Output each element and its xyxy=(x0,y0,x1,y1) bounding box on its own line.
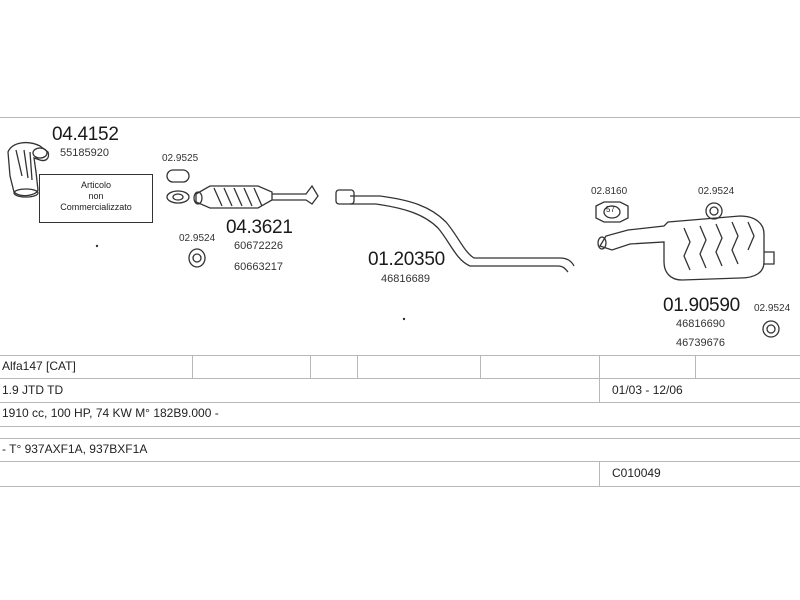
oem-number-rear-silencer-1: 46816690 xyxy=(676,318,725,330)
middle-pipe-shape xyxy=(335,189,575,273)
part-number-rear-silencer: 01.90590 xyxy=(663,295,740,316)
table-divider-4 xyxy=(480,355,481,378)
frame-top-line xyxy=(0,117,800,118)
not-sold-note: Articolo non Commercializzato xyxy=(39,174,153,223)
years-text: 01/03 - 12/06 xyxy=(612,383,683,397)
note-line-2: non xyxy=(88,191,104,201)
catalog-code-text: C010049 xyxy=(612,466,661,480)
table-divider-1 xyxy=(192,355,193,378)
table-line-4 xyxy=(0,426,800,427)
types-text: - T° 937AXF1A, 937BXF1A xyxy=(2,442,148,456)
table-divider-5 xyxy=(599,355,600,402)
table-divider-3 xyxy=(357,355,358,378)
manifold-catalyst-shape xyxy=(7,141,50,198)
specs-text: 1910 cc, 100 HP, 74 KW M° 182B9.000 - xyxy=(2,406,219,420)
part-number-catalyst: 04.3621 xyxy=(226,217,293,238)
table-line-6 xyxy=(0,461,800,462)
table-line-5 xyxy=(0,438,800,439)
part-number-clamp: 02.9525 xyxy=(162,153,199,164)
part-number-gasket-right-bottom: 02.9524 xyxy=(754,303,791,314)
table-line-2 xyxy=(0,378,800,379)
rear-silencer-shape xyxy=(597,215,775,281)
oem-number-manifold-cat: 55185920 xyxy=(60,147,109,159)
gasket-left-shape xyxy=(188,248,206,268)
table-line-7 xyxy=(0,486,800,487)
oem-number-catalyst-2: 60663217 xyxy=(234,261,283,273)
catalyst-shape xyxy=(193,184,319,209)
note-line-1: Articolo xyxy=(80,180,111,190)
oem-number-catalyst-1: 60672226 xyxy=(234,240,283,252)
model-text: Alfa147 [CAT] xyxy=(2,359,76,373)
part-number-gasket-right-top: 02.9524 xyxy=(698,186,735,197)
hanger-badge: 57 xyxy=(606,205,615,214)
oem-number-rear-silencer-2: 46739676 xyxy=(676,337,725,349)
table-line-3 xyxy=(0,402,800,403)
oem-number-middle-pipe: 46816689 xyxy=(381,273,430,285)
part-number-hanger: 02.8160 xyxy=(591,186,628,197)
part-number-manifold-cat: 04.4152 xyxy=(52,124,119,145)
note-line-3: Commercializzato xyxy=(60,202,132,212)
table-divider-6 xyxy=(695,355,696,378)
table-divider-2 xyxy=(310,355,311,378)
engine-text: 1.9 JTD TD xyxy=(2,383,64,397)
part-number-middle-pipe: 01.20350 xyxy=(368,249,445,270)
gasket-right-top-shape xyxy=(705,202,723,220)
table-line-1 xyxy=(0,355,800,356)
part-number-gasket-left: 02.9524 xyxy=(179,233,216,244)
clamp-shape xyxy=(166,169,190,204)
table-divider-7 xyxy=(599,461,600,486)
gasket-right-bottom-shape xyxy=(762,320,780,338)
hanger-shape xyxy=(595,201,629,223)
